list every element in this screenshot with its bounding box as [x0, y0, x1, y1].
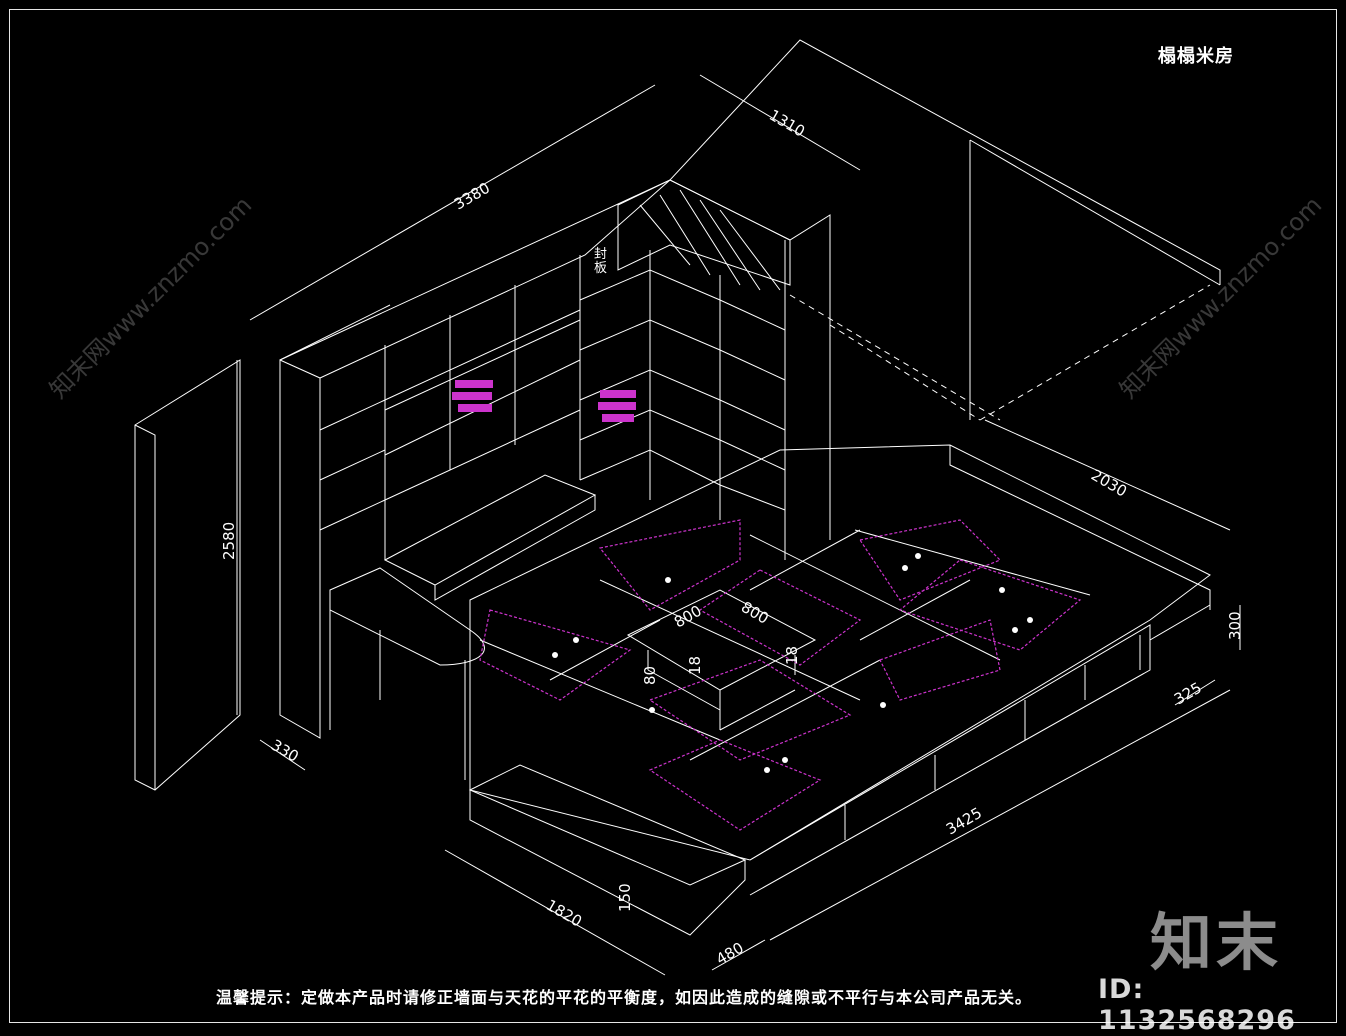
center-table: [626, 589, 817, 691]
watermark-id: ID: 1132568296: [1098, 974, 1296, 1036]
bar-counter: [329, 567, 485, 666]
book-stack-right: [598, 390, 636, 422]
drawing-frame: [9, 9, 1337, 1023]
label-feng: 封: [594, 247, 607, 262]
label-ban: 板: [594, 261, 607, 276]
dim-3425: 3425: [943, 804, 985, 839]
dim-800-a: 800: [671, 602, 705, 632]
dim-300: 300: [1226, 611, 1244, 640]
dim-2580: 2580: [220, 522, 238, 560]
dim-18-b: 18: [783, 646, 801, 665]
dim-480: 480: [713, 939, 747, 969]
step: [468, 764, 747, 886]
warm-tip-note: 温馨提示：定做本产品时请修正墙面与天花的平花的平衡度，如因此造成的缝隙或不平行与…: [216, 988, 1033, 1007]
back-wall-outline: [279, 39, 1221, 361]
dim-18-a: 18: [686, 656, 704, 675]
tall-left-cabinet: [279, 304, 391, 739]
dim-2030: 2030: [1088, 466, 1130, 501]
dim-3380: 3380: [451, 179, 493, 214]
watermark-logo: 知末: [1150, 906, 1283, 979]
book-stack-left: [452, 380, 493, 412]
drawing-title: 榻榻米房: [1158, 46, 1234, 67]
dim-150: 150: [616, 883, 634, 912]
dim-1310: 1310: [766, 106, 808, 141]
dim-80: 80: [641, 666, 659, 685]
dim-1820: 1820: [543, 896, 585, 931]
right-wall: [969, 139, 1221, 420]
left-side-panel: [134, 359, 241, 791]
tatami-left-edge: [469, 444, 1211, 861]
dim-330: 330: [268, 736, 302, 766]
